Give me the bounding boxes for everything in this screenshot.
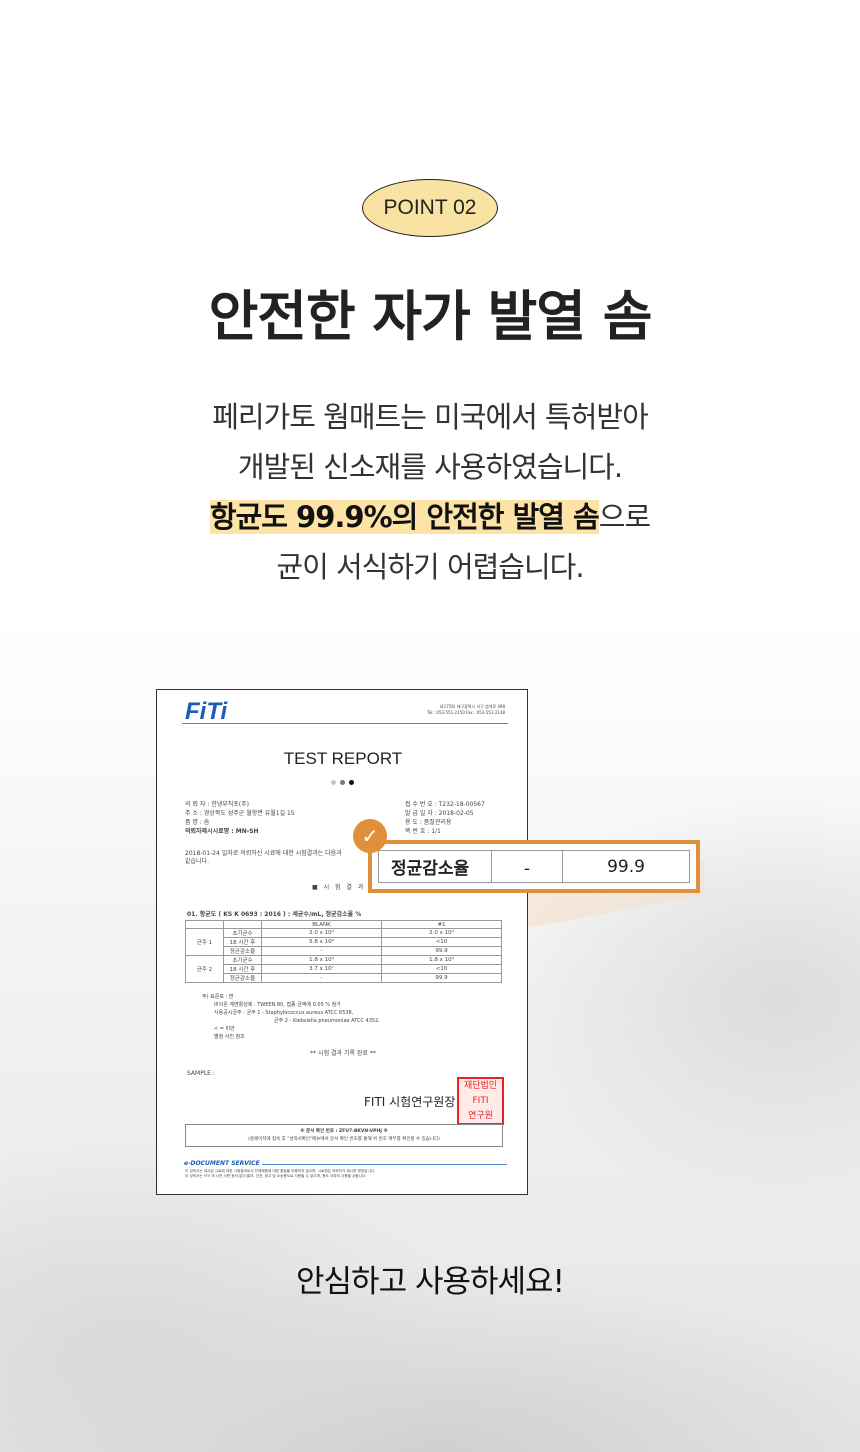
field: 주 소 : 경상북도 성주군 월항면 유월1길 15 xyxy=(185,810,295,817)
field: 접 수 번 호 : T232-18-00567 xyxy=(405,801,485,808)
doc-check-number: ※ 문서 확인 번호 : ZFU7-BKVN-VPHJ ※ xyxy=(300,1129,388,1134)
highlight-text: 항균도 99.9%의 안전한 발열 솜 xyxy=(209,500,600,534)
test-title: 01. 항균도 ( KS K 0693 : 2016 ) : 세균수/mL, 정… xyxy=(187,911,362,918)
intro-text: 2018-01-24 일자로 의뢰하신 시료에 대한 시험결과는 다음과 같습니… xyxy=(185,850,342,865)
address: (41756) 대구광역시 서구 염색로 498 xyxy=(439,704,505,709)
description: 페리가토 웜매트는 미국에서 특허받아 개발된 신소재를 사용하였습니다. 항균… xyxy=(0,392,860,592)
section-title: ■ 시 험 결 과 xyxy=(312,884,366,891)
cell: 초기균수 xyxy=(223,955,262,965)
field: 품 명 : 솜 xyxy=(185,819,210,826)
fiti-logo: FiTi xyxy=(185,698,228,725)
cell: 99.9 xyxy=(381,973,502,983)
right-fields: 접 수 번 호 : T232-18-00567 발 급 일 자 : 2018-02… xyxy=(405,800,485,836)
sample-label: SAMPLE : xyxy=(187,1070,215,1077)
cell: 초기균수 xyxy=(223,928,262,938)
note: < = 미만 xyxy=(214,1026,235,1032)
header-cell: BLANK xyxy=(261,920,382,929)
callout-blank: - xyxy=(491,851,563,882)
field: 의 뢰 자 : 한냉부직포(주) xyxy=(185,801,250,808)
cell: 3.7 x 10⁷ xyxy=(261,964,382,974)
result-callout: 정균감소율 - 99.9 xyxy=(368,840,700,893)
phone: Tel : 053-551-2150 Fax : 053-551-2148 xyxy=(427,710,505,715)
divider xyxy=(182,723,508,724)
table-header: BLANK#1 xyxy=(185,920,502,929)
cell: 1.8 x 10⁴ xyxy=(261,955,382,965)
signer: FITI 시험연구원장 xyxy=(364,1095,456,1109)
description-line: 페리가토 웜매트는 미국에서 특허받아 xyxy=(212,400,649,434)
left-fields: 의 뢰 자 : 한냉부직포(주) 주 소 : 경상북도 성주군 월항면 유월1길 … xyxy=(185,800,295,836)
footer-line: 이 성적서는 제시된 시료에 대한 시험결과로서 전체제품에 대한 품질을 보증… xyxy=(185,1169,376,1173)
dots-decoration xyxy=(331,780,354,785)
description-line: 개발된 신소재를 사용하였습니다. xyxy=(237,450,623,484)
field: 쪽 번 호 : 1/1 xyxy=(405,828,441,835)
cell: 2.0 x 10⁴ xyxy=(381,928,502,938)
note: 비이온 계면활성제 : TWEEN 80, 접종 균액에 0.05 % 첨가 xyxy=(214,1002,341,1008)
note: 균주 2 - Klebsiella pneumoniae ATCC 4352. xyxy=(274,1018,380,1024)
cell: 균주 1 xyxy=(185,928,224,956)
field: 발 급 일 자 : 2018-02-05 xyxy=(405,810,474,817)
cell: 99.9 xyxy=(381,946,502,956)
footer-text: 이 성적서는 제시된 시료에 대한 시험결과로서 전체제품에 대한 품질을 보증… xyxy=(185,1169,375,1179)
table-row: 정균감소율-99.9 xyxy=(186,973,502,983)
cell: - xyxy=(261,946,382,956)
description-line: 항균도 99.9%의 안전한 발열 솜으로 xyxy=(0,492,860,542)
check-icon: ✓ xyxy=(353,819,387,853)
field: 의뢰자제시시료명 : MN-SH xyxy=(185,828,259,835)
point-badge: POINT 02 xyxy=(362,179,498,237)
description-line: 균이 서식하기 어렵습니다. xyxy=(276,550,584,584)
cell: - xyxy=(261,973,382,983)
field: 용 도 : 품질관리용 xyxy=(405,819,452,826)
doc-check-box: ※ 문서 확인 번호 : ZFU7-BKVN-VPHJ ※ (홈페이지에 접속 후… xyxy=(185,1124,503,1147)
cell: 18 시간 후 xyxy=(223,937,262,947)
note: 사용공시균주 : 균주 1 - Staphylococcus aureus AT… xyxy=(214,1010,354,1016)
cell: 2.0 x 10⁴ xyxy=(261,928,382,938)
report-title: TEST REPORT xyxy=(283,749,403,768)
end-text: ** 시험 결과 기록 완료 ** xyxy=(310,1050,376,1057)
callout-label: 정균감소율 xyxy=(391,859,470,879)
cell: <10 xyxy=(381,937,502,947)
closing-text: 안심하고 사용하세요! xyxy=(296,1264,565,1300)
note: 별첨 사진 참조 xyxy=(214,1034,245,1040)
edoc-label: e-DOCUMENT SERVICE xyxy=(184,1160,260,1167)
footer-line: 이 성적서는 FITI 의 사전 서면 동의 없이 홍보, 선전, 광고 및 소… xyxy=(185,1174,367,1178)
cell: <10 xyxy=(381,964,502,974)
cell: 5.8 x 10⁶ xyxy=(261,937,382,947)
cell: 18 시간 후 xyxy=(223,964,262,974)
header-cell: #1 xyxy=(381,920,502,929)
cell: 균주 2 xyxy=(185,955,224,983)
doc-note: (홈페이지에 접속 후 "성적서확인"메뉴에서 문서 확인 번호를 통해 위 번… xyxy=(248,1137,440,1142)
table-row: 정균감소율-99.9 xyxy=(186,946,502,956)
cell: 1.8 x 10⁴ xyxy=(381,955,502,965)
callout-value: 99.9 xyxy=(607,856,645,877)
cell: 정균감소율 xyxy=(223,973,262,983)
cell: 정균감소율 xyxy=(223,946,262,956)
note: 주) 표준포 : 면 xyxy=(202,994,234,1000)
divider xyxy=(262,1164,507,1165)
page-title: 안전한 자가 발열 솜 xyxy=(208,285,653,348)
description-text: 으로 xyxy=(598,500,651,534)
